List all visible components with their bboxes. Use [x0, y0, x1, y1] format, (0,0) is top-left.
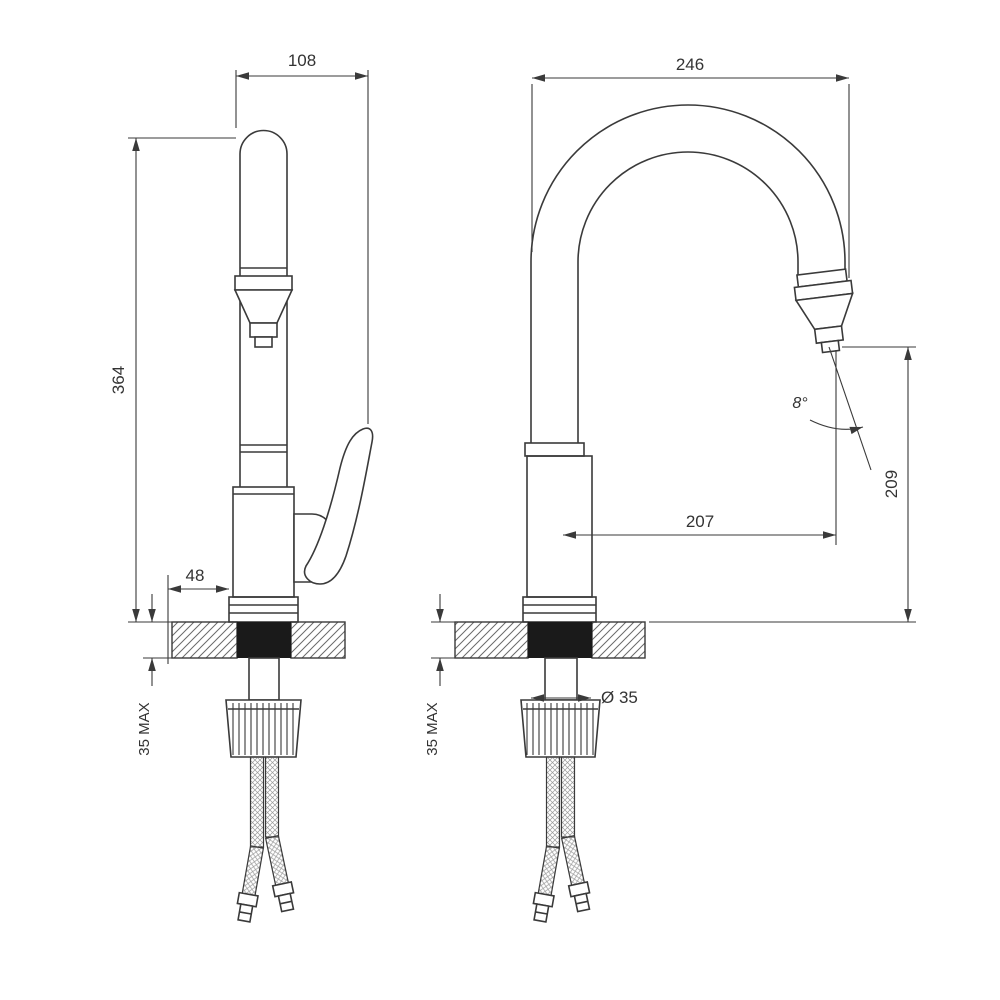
dim-front-shank-diameter: Ø 35 [531, 688, 638, 707]
dim-front-counter-thickness-label: 35 MAX [424, 702, 441, 755]
side-view: 108 364 48 35 MAX [109, 51, 374, 923]
dim-front-outlet-height-label: 209 [882, 470, 901, 498]
side-deck-shank [237, 622, 291, 658]
dim-front-outlet-angle: 8° [792, 346, 872, 545]
dim-side-counter-thickness-label: 35 MAX [136, 702, 153, 755]
side-mounting-nut [225, 657, 302, 758]
dim-front-counter-thickness: 35 MAX [424, 594, 455, 756]
side-counter-slab [171, 621, 346, 659]
dim-side-width: 108 [235, 51, 369, 424]
dim-front-outlet-angle-label: 8° [792, 395, 808, 412]
front-mounting-nut [520, 657, 601, 758]
dim-front-spout-reach: 207 [563, 512, 836, 539]
dim-side-counter-thickness: 35 MAX [136, 594, 172, 756]
front-view: 246 8° 209 207 35 MAX [424, 55, 916, 923]
dim-front-width: 246 [531, 55, 850, 278]
side-handle [293, 427, 374, 585]
dim-side-height-label: 364 [109, 366, 128, 394]
front-deck-shank [528, 622, 592, 658]
side-hose-right-end [264, 834, 295, 913]
front-hose-right-end [560, 834, 591, 913]
side-spout-column [239, 129, 288, 487]
side-spray-head [233, 267, 294, 348]
dim-front-outlet-height: 209 [649, 346, 916, 623]
front-spray-head [793, 268, 854, 354]
dim-side-width-label: 108 [288, 51, 316, 70]
front-supply-hoses [532, 756, 591, 923]
dim-side-base-offset: 48 [167, 566, 229, 664]
dim-side-base-offset-label: 48 [186, 566, 205, 585]
side-supply-hoses [236, 756, 295, 923]
side-hose-left-end [236, 845, 265, 923]
dim-front-width-label: 246 [676, 55, 704, 74]
front-counter-slab [454, 621, 646, 659]
dim-front-spout-reach-label: 207 [686, 512, 714, 531]
front-gooseneck-spout [530, 104, 846, 445]
dim-front-shank-diameter-label: Ø 35 [601, 688, 638, 707]
side-handle-lever [303, 427, 374, 585]
front-hose-left-end [532, 845, 561, 923]
